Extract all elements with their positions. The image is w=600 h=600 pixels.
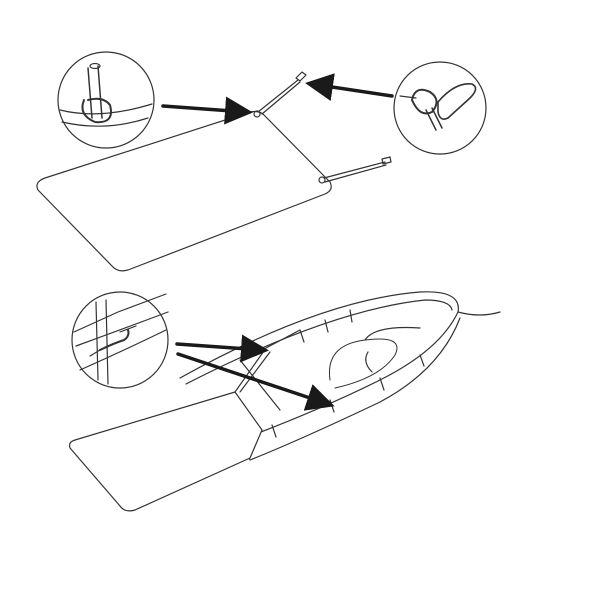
sled-attachment-detail-icon — [71, 291, 169, 389]
carabiner-detail-icon — [393, 61, 487, 155]
cord-top-1 — [257, 71, 307, 115]
arrow-icon — [176, 352, 335, 411]
arrow-icon — [305, 73, 394, 101]
cord-top-2 — [323, 156, 392, 183]
arrow-icon — [161, 96, 253, 125]
arrow-icon — [175, 334, 269, 363]
mat-bottom — [68, 391, 263, 512]
mat-top — [36, 110, 332, 272]
knot-detail-icon — [57, 51, 155, 149]
